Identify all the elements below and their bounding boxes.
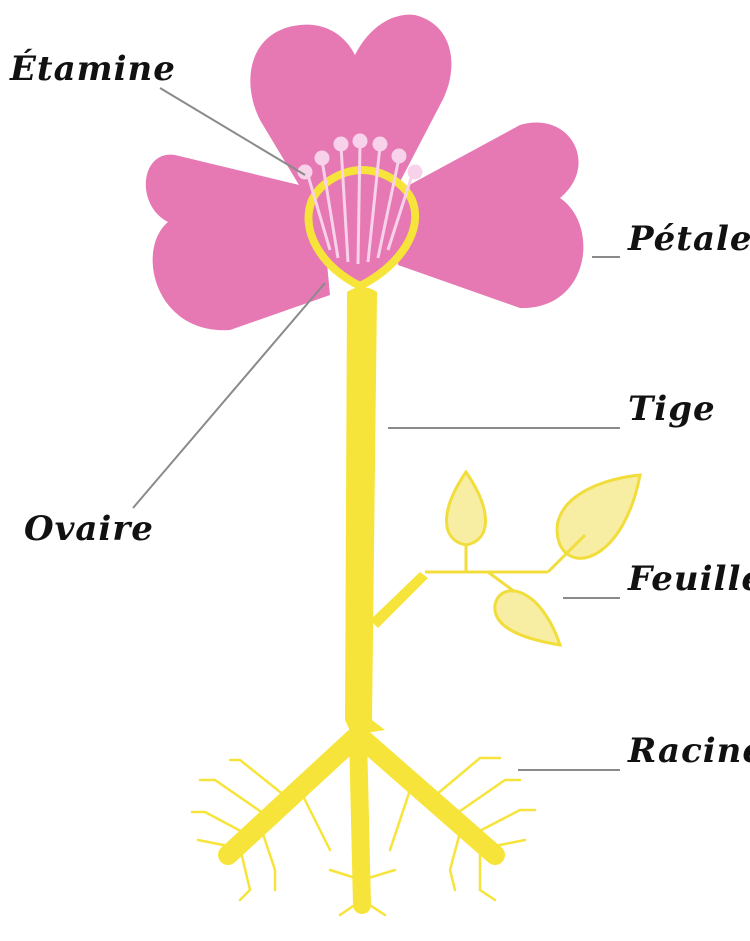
leaf-right xyxy=(557,475,640,558)
label-tige: Tige xyxy=(628,389,716,429)
leaf-top xyxy=(447,472,486,545)
branch-stem xyxy=(370,572,428,628)
label-etamine: Étamine xyxy=(9,48,176,89)
leaf-bottom xyxy=(495,591,560,645)
label-feuille: Feuille xyxy=(627,559,750,599)
right-petal xyxy=(398,122,583,308)
stem xyxy=(345,287,428,735)
label-ovaire: Ovaire xyxy=(24,509,154,549)
leaves xyxy=(425,472,640,645)
label-petale: Pétale xyxy=(627,219,750,259)
label-racine: Racine xyxy=(627,731,750,771)
main-stem xyxy=(345,287,385,735)
roots xyxy=(192,735,535,915)
